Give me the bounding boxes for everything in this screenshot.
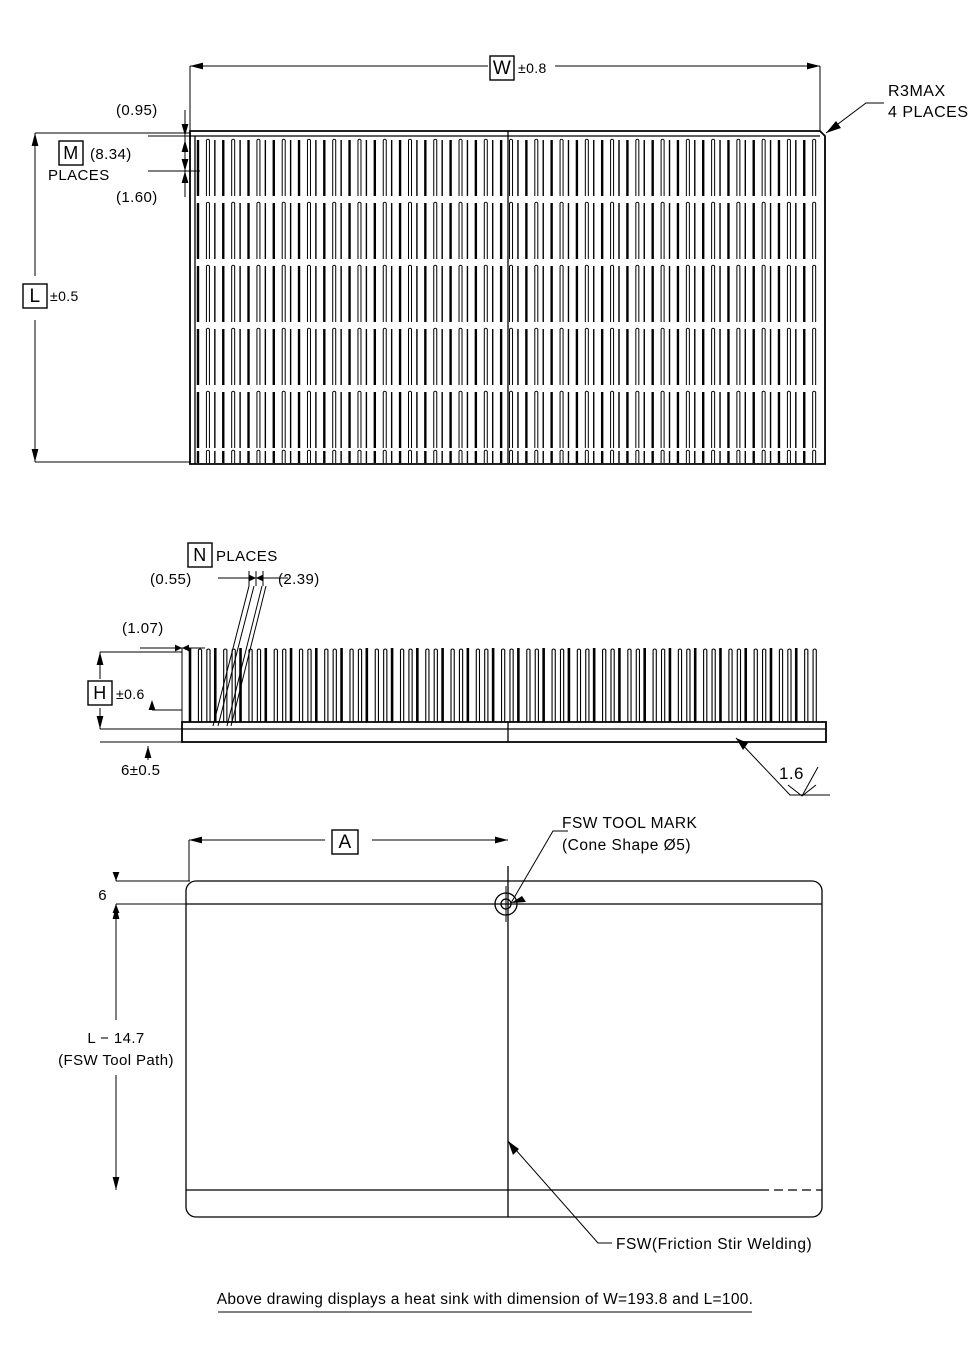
tool-path-line1: L − 14.7	[87, 1030, 144, 1047]
side-view: N PLACES (0.55) (2.39) (1.07)	[87, 542, 830, 797]
surface-finish-callout: 1.6	[735, 737, 830, 797]
bottom-view: A 6 L − 14.7 (FSW Tool Path)	[58, 815, 823, 1253]
fsw-callout: FSW(Friction Stir Welding)	[507, 1140, 812, 1253]
width-symbol: W	[493, 58, 511, 79]
length-symbol: L	[30, 286, 41, 307]
first-fin-offset-label: (1.07)	[122, 620, 164, 637]
fin-places: PLACES	[216, 548, 278, 565]
fsw-label: FSW(Friction Stir Welding)	[616, 1236, 812, 1253]
tool-path-line2: (FSW Tool Path)	[58, 1052, 174, 1069]
width-tolerance: ±0.8	[518, 60, 547, 76]
corner-radius-callout: R3MAX 4 PLACES	[825, 83, 968, 134]
top-view: W ±0.8 L ±0.5 (0.95)	[22, 55, 968, 465]
bottom-view-plate-outline	[185, 880, 823, 1218]
top-view-fin-field	[196, 138, 817, 463]
edge-offset-bottom-label: (1.60)	[116, 189, 158, 206]
dimension-edge-offset-top: (0.95)	[116, 102, 200, 137]
pitch-symbol: M	[63, 143, 78, 163]
a-dimension-label: A	[338, 832, 351, 853]
height-tolerance: ±0.6	[116, 686, 145, 702]
height-symbol: H	[93, 683, 106, 703]
dimension-height: H ±0.6	[87, 651, 182, 730]
dimension-a: A	[188, 829, 508, 881]
edge-offset-top-label: (0.95)	[116, 102, 158, 119]
fsw-tool-mark	[488, 886, 524, 922]
dimension-width: W ±0.8	[189, 55, 821, 131]
dimension-length: L ±0.5	[22, 132, 190, 463]
pitch-places: PLACES	[48, 167, 110, 184]
side-view-fin-field	[188, 648, 817, 722]
corner-note-line2: 4 PLACES	[888, 104, 968, 121]
dimension-first-fin-offset: (1.07)	[122, 620, 205, 722]
dimension-base-thickness: 6±0.5	[100, 741, 182, 779]
surface-finish-value: 1.6	[779, 764, 804, 783]
dimension-tool-path: L − 14.7 (FSW Tool Path)	[58, 904, 174, 1190]
top-view-body-outline	[189, 130, 826, 465]
fin-thickness-label: (0.55)	[150, 571, 192, 588]
length-tolerance: ±0.5	[50, 288, 79, 304]
tool-mark-line1: FSW TOOL MARK	[562, 815, 698, 832]
caption-block: Above drawing displays a heat sink with …	[217, 1291, 754, 1313]
caption-text: Above drawing displays a heat sink with …	[217, 1291, 754, 1308]
dimension-fin-pitch-top: M (8.34) PLACES	[48, 136, 200, 184]
corner-note-line1: R3MAX	[888, 83, 946, 100]
fin-symbol: N	[193, 545, 206, 565]
dimension-edge-offset-bottom: (1.60)	[116, 171, 189, 206]
fin-count-callout: N PLACES (0.55) (2.39)	[150, 542, 320, 727]
side-view-base-plate	[181, 721, 827, 743]
fsw-tool-mark-callout: FSW TOOL MARK (Cone Shape Ø5)	[510, 815, 698, 904]
fin-pitch-label: (2.39)	[278, 571, 320, 588]
base-thickness-label: 6±0.5	[121, 762, 160, 779]
pitch-value: (8.34)	[90, 146, 132, 163]
edge-dimension-label: 6	[98, 887, 107, 904]
dimension-edge-6: 6	[98, 872, 190, 916]
tool-mark-line2: (Cone Shape Ø5)	[562, 837, 691, 854]
